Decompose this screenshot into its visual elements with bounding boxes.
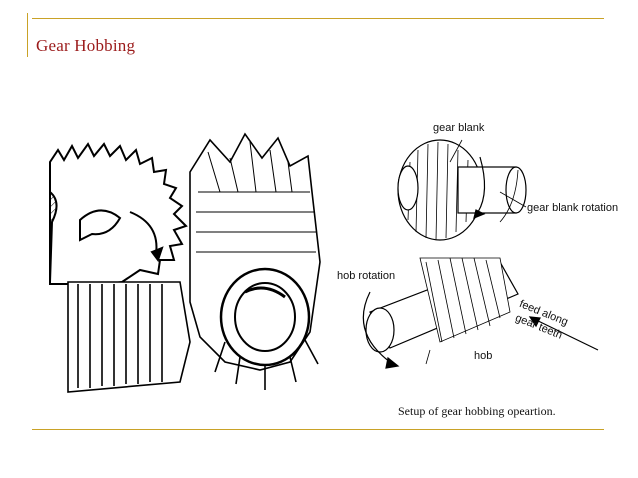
gear-icon [49,142,188,285]
label-hob-rotation: hob rotation [337,270,396,282]
label-gear-blank: gear blank [433,122,485,134]
hob-cutter-icon [189,132,321,390]
figure-caption: Setup of gear hobbing opeartion. [398,404,556,418]
hobbing-setup-diagram [362,139,599,369]
left-accent-line [27,13,28,57]
bottom-rule [32,429,604,430]
top-rule [32,18,604,19]
gear-hob-illustration [49,132,321,393]
label-hob: hob [474,350,493,362]
label-gear-blank-rotation: gear blank rotation [527,202,619,214]
slide-title: Gear Hobbing [36,36,136,55]
